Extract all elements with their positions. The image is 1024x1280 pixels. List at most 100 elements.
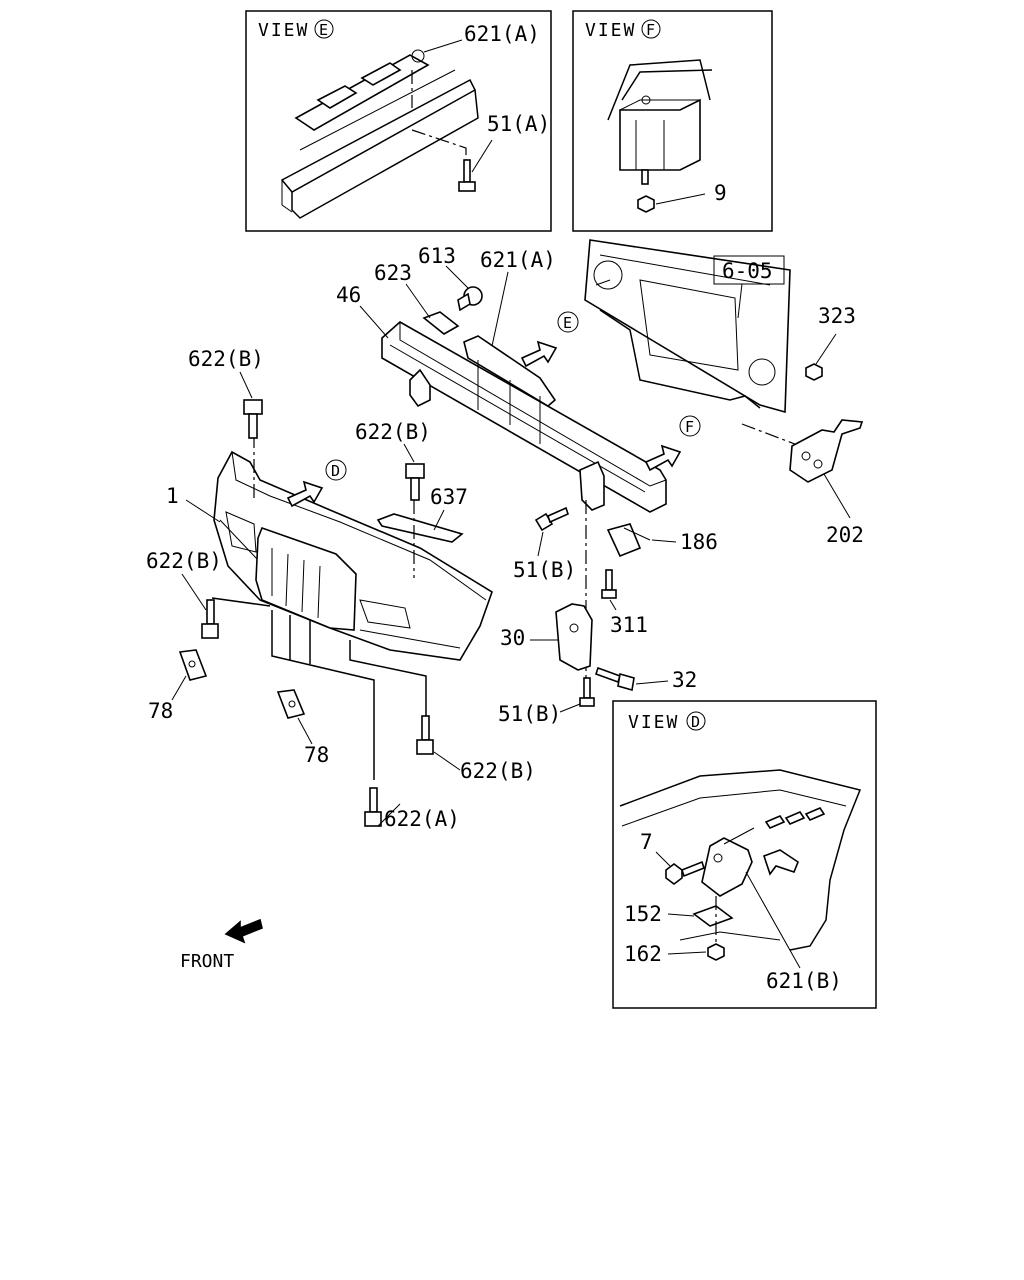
radiator-support-edge: [595, 254, 771, 286]
callout-46: 46: [336, 283, 361, 307]
view-d-arrow: [286, 480, 324, 508]
view-e-clip-2: [360, 62, 402, 86]
view-d-leader-621b: [745, 871, 801, 969]
callout-323: 323: [818, 304, 856, 328]
bumper-fascia-lower-edge: [219, 519, 461, 649]
bracket-202-hole-2: [813, 459, 823, 469]
callout-32: 32: [672, 668, 697, 692]
view-f-hole: [641, 95, 651, 105]
marker-e: E: [563, 314, 572, 332]
view-e-label-621a: 621(A): [464, 22, 540, 46]
marker-d-circle: [325, 459, 347, 481]
view-e-marker: E: [319, 21, 328, 39]
callout-30: 30: [500, 626, 525, 650]
view-f-leader-9: [655, 193, 706, 205]
bumper-beam-mount-right: [579, 460, 605, 511]
bolt-622b-4-shank: [421, 715, 430, 741]
clip-78-1-hole: [188, 660, 196, 668]
bolt-622b-4-head: [416, 739, 434, 755]
bracket-621a-drops: [477, 360, 541, 444]
view-d-block: [762, 849, 799, 876]
view-d-bolt-7-shank: [681, 860, 705, 878]
leader-311: [609, 599, 617, 611]
clip-78-2: [276, 689, 306, 719]
view-f-inset: VIEW F 9: [572, 10, 773, 232]
bolt-311-head: [601, 589, 617, 599]
leader-186: [651, 539, 677, 543]
leader-613: [445, 265, 469, 289]
front-label: FRONT: [180, 951, 234, 972]
radiator-support-panel: [584, 239, 791, 414]
view-d-title: VIEW: [628, 712, 679, 733]
beam-fasteners: 51(B) 186 311 30 32 51(B): [498, 500, 718, 726]
view-d-leader-162: [667, 951, 707, 955]
callout-186: 186: [680, 530, 718, 554]
view-d-frame: [612, 700, 877, 1009]
bumper-beam-edge: [399, 322, 667, 487]
view-d-leader-7: [655, 851, 671, 867]
bumper-grille: [255, 526, 357, 631]
view-f-bracket-top: [619, 99, 700, 111]
bumper-beam: 613 623 621(A) 46 E F: [336, 244, 701, 513]
view-e-label-51a: 51(A): [487, 112, 550, 136]
bracket-202: 202: [741, 419, 864, 547]
bolt-622b-1-head: [243, 399, 263, 415]
leader-622a: [377, 803, 401, 827]
callout-622b-2: 622(B): [355, 420, 431, 444]
view-e-arrow: [520, 340, 558, 368]
view-e-marker-circle: [314, 19, 334, 39]
bracket-621a: [463, 335, 557, 407]
bracket-637: [376, 513, 464, 543]
nut-323: [805, 363, 823, 381]
view-f-bracket: [619, 98, 701, 171]
view-f-arch-outer: [607, 59, 711, 121]
callout-622b-3: 622(B): [146, 549, 222, 573]
fascia-mount-lines: [211, 597, 427, 780]
bumper-beam-mount-left: [409, 368, 431, 408]
radiator-support-hole-left: [593, 260, 623, 290]
leader-78-1: [171, 675, 187, 701]
view-e-clip-1: [316, 85, 358, 109]
view-d-label-621b: 621(B): [766, 969, 842, 993]
callout-78-2: 78: [304, 743, 329, 767]
leader-323: [815, 333, 837, 365]
bolt-311-shank: [605, 569, 613, 591]
view-f-marker-circle: [641, 19, 661, 39]
clip-623: [422, 311, 460, 335]
callout-1: 1: [166, 484, 179, 508]
view-f-bracket-ribs: [635, 120, 665, 170]
callout-311: 311: [610, 613, 648, 637]
view-f-marker: F: [646, 21, 655, 39]
radiator-support-opening: [639, 279, 739, 371]
view-f-nut: [637, 195, 655, 213]
leader-1: [185, 499, 221, 523]
bolts-622: 622(B) 622(B) 622(B) 622(B) 622(A): [146, 347, 536, 831]
view-e-frame: [245, 10, 552, 232]
leader-622b-3: [181, 573, 207, 611]
leader-51b-lower: [559, 703, 581, 713]
view-d-bracket-621b: [701, 837, 753, 897]
view-e-bolt-head: [458, 181, 476, 192]
view-e-title: VIEW: [258, 20, 309, 41]
view-e-rail-side: [291, 89, 479, 219]
bolt-51b-lower-shank: [583, 677, 591, 699]
bracket-202-hole-1: [801, 451, 811, 461]
bolt-622b-2-head: [405, 463, 425, 479]
view-e-leader-51a: [471, 139, 493, 173]
marker-f: F: [685, 418, 694, 436]
bolt-622b-3-head: [201, 623, 219, 639]
view-e-bracket: [294, 54, 430, 131]
clip-78-2-hole: [288, 700, 296, 708]
callout-78-1: 78: [148, 699, 173, 723]
callout-613: 613: [418, 244, 456, 268]
clip-78-1: [178, 649, 208, 681]
leader-605: [737, 283, 743, 319]
view-d-label-7: 7: [640, 830, 653, 854]
callout-623: 623: [374, 261, 412, 285]
radiator-support-lower-bar: [599, 309, 761, 409]
marker-f-circle: [679, 415, 701, 437]
leader-51b-upper: [537, 531, 544, 557]
callout-51b-lower: 51(B): [498, 702, 561, 726]
bolt-622b-2-shank: [410, 477, 420, 501]
callout-51b-upper: 51(B): [513, 558, 576, 582]
